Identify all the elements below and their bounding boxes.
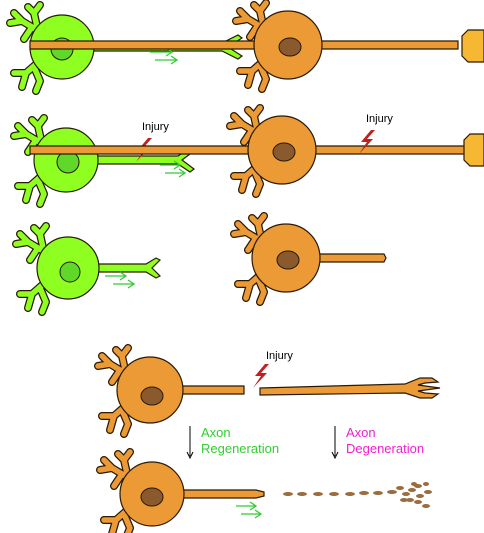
debris-fragment (313, 492, 323, 496)
debris-fragment (411, 482, 417, 486)
target-cell (461, 29, 484, 63)
nucleus (59, 261, 81, 283)
orange-neuron-injured (29, 108, 484, 194)
down-arrow (331, 426, 339, 460)
debris-fragment (423, 482, 429, 486)
debris-fragment (345, 492, 355, 496)
nucleus (140, 487, 164, 507)
debris-fragment (396, 486, 404, 490)
debris-fragment (416, 494, 424, 498)
debris-fragment (297, 492, 307, 496)
debris-fragment (359, 491, 369, 495)
debris-fragment (373, 491, 383, 495)
axon-growth-arrows (160, 160, 187, 178)
injury-bolt-icon (253, 364, 269, 388)
debris-fragment (408, 488, 416, 492)
nucleus (276, 250, 300, 270)
orange-neuron-regenerated (100, 452, 265, 533)
axon-growth-arrows (236, 501, 263, 519)
injury-label: Injury (266, 350, 293, 362)
axon-growth-arrows (150, 47, 179, 65)
debris-fragment (414, 500, 422, 504)
down-arrow (186, 426, 194, 460)
debris-fragment (329, 492, 339, 496)
nucleus (278, 37, 302, 57)
injury-label: Injury (366, 113, 393, 125)
orange-neuron-healthy (29, 3, 484, 89)
debris-fragment (424, 490, 432, 494)
nucleus (140, 386, 164, 406)
debris-fragment (387, 490, 397, 494)
debris-fragment (283, 492, 293, 496)
debris-fragment (422, 504, 430, 508)
debris-fragment (402, 492, 410, 496)
green-neuron-regrowing (16, 226, 162, 312)
injury-label: Injury (142, 121, 169, 133)
target-cell (463, 133, 484, 167)
degenerated-axon-debris (283, 482, 432, 508)
orange-neuron-retracted (234, 216, 387, 302)
orange-neuron-lower-injured (98, 348, 245, 434)
debris-fragment (400, 498, 408, 502)
axon-growth-arrows (105, 271, 136, 289)
debris-fragment (406, 498, 414, 502)
nucleus (272, 142, 296, 162)
distal-axon-segment (259, 377, 441, 399)
green-neuron-injured (14, 118, 195, 204)
